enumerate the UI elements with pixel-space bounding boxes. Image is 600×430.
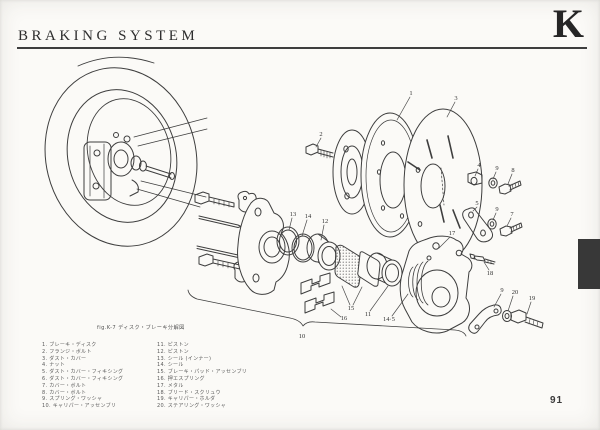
callout-17: 17: [449, 230, 456, 237]
parts-list-item: 18. ブリード・スクリュウ: [157, 389, 221, 396]
callout-leaders: [288, 96, 532, 318]
pad-clip: [300, 272, 335, 314]
callout-4: 4: [477, 162, 481, 169]
figure-caption: fig.K-7 ディスク・ブレーキ分解図: [97, 325, 185, 331]
front-wheel-illustration: [44, 56, 208, 247]
brake-pad: [334, 244, 363, 288]
callout-10: 10: [299, 333, 306, 340]
callout-14: 14: [305, 213, 312, 220]
seal-ring: [276, 226, 315, 263]
parts-list-item: 16. 押エスプリング: [157, 375, 205, 382]
callout-3: 3: [454, 95, 457, 102]
parts-list-item: 10. キャリパー・アッセンブリ: [42, 403, 117, 410]
parts-list-item: 11. ピストン: [157, 342, 189, 348]
callout-18: 18: [487, 270, 494, 277]
callout-19: 19: [529, 295, 536, 302]
bleed-screw: [469, 253, 496, 265]
section-thumb-tab: [578, 239, 600, 289]
callout-9b: 9: [495, 206, 498, 213]
cover-bolt: [498, 180, 522, 195]
page-number: 91: [550, 395, 564, 406]
callout-9a: 9: [495, 165, 498, 172]
callout-12: 12: [322, 218, 329, 225]
nut: [467, 171, 483, 186]
spring-washer: [487, 218, 497, 230]
parts-list-item: 13. シール (インナー): [157, 355, 212, 362]
parts-list-item: 8. カバー・ボルト: [42, 389, 87, 396]
callout-14-5: 14·5: [383, 316, 395, 323]
parts-list-item: 17. メタル: [157, 382, 184, 389]
page-title: BRAKING SYSTEM: [18, 28, 199, 44]
caliper-left-half: [237, 197, 290, 295]
holder-bolt: [510, 309, 544, 329]
parts-list-item: 9. スプリング・ワッシャ: [42, 396, 103, 403]
parts-list-item: 2. フランジ・ボルト: [42, 348, 92, 355]
callout-16: 16: [341, 315, 348, 322]
callout-1: 1: [409, 90, 412, 97]
parts-list-item: 15. ブレーキ・パッド・アッセンブリ: [157, 369, 248, 376]
section-letter: K: [552, 1, 584, 46]
callout-5: 5: [475, 200, 478, 207]
parts-list-item: 20. ステアリング・ワッシャ: [157, 403, 227, 410]
parts-list-item: 7. カバー・ボルト: [42, 382, 87, 389]
dust-cover: [403, 108, 483, 262]
parts-list-item: 3. ダスト・カバー: [42, 355, 87, 362]
caliper-bolts-and-pins: [194, 191, 242, 270]
callout-11: 11: [365, 311, 371, 318]
parts-list-item: 5. ダスト・カバー・フィキシング: [42, 369, 124, 376]
callout-9c: 9: [500, 287, 503, 294]
callout-labels: 1 2 3 4 9 8 5 9 7 17 18 13 14 12 15 16 1…: [290, 90, 536, 340]
callout-20: 20: [512, 289, 519, 296]
caliper-body: [399, 235, 473, 334]
spring-washer: [502, 310, 512, 322]
callout-8: 8: [511, 167, 514, 174]
cover-bolt: [499, 222, 523, 237]
spring-washer: [488, 177, 498, 189]
holder-bracket: [468, 304, 502, 334]
header-rule: [17, 47, 587, 49]
assembly-brace: [187, 289, 467, 337]
parts-list-item: 19. キャリパー・ホルダ: [157, 396, 216, 403]
parts-list-item: 1. ブレーキ・ディスク: [42, 342, 97, 348]
parts-list-item: 4. ナット: [42, 362, 66, 369]
pad-backing-plate: [357, 251, 381, 287]
callout-7: 7: [510, 211, 514, 218]
callout-13: 13: [290, 211, 297, 218]
callout-2: 2: [319, 131, 322, 138]
parts-list-item: 12. ピストン: [157, 348, 189, 355]
callout-15: 15: [348, 305, 355, 312]
parts-list-item: 14. シール: [157, 362, 184, 369]
parts-list-item: 6. ダスト・カバー・フィキシング: [42, 375, 124, 382]
